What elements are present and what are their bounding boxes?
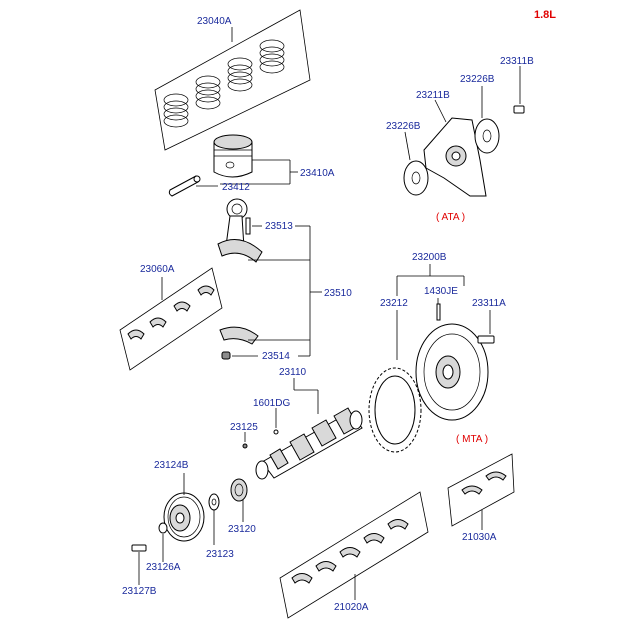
flywheel-pin — [436, 303, 441, 321]
main-bearing-set — [279, 491, 429, 619]
ring-gear — [368, 367, 422, 453]
crankshaft — [255, 407, 363, 480]
part-number-23126a[interactable]: 23126A — [146, 562, 181, 573]
thrust-bearing-set — [447, 453, 515, 530]
mta-variant-label: ( MTA ) — [456, 434, 488, 445]
part-number-23212[interactable]: 23212 — [380, 298, 408, 309]
part-number-23311a[interactable]: 23311A — [472, 298, 506, 309]
connecting-rod — [217, 198, 263, 360]
part-number-23124b[interactable]: 23124B — [154, 460, 189, 471]
part-number-1601dg[interactable]: 1601DG — [253, 398, 290, 409]
pulley-washer — [208, 493, 220, 511]
timing-gear — [230, 478, 248, 502]
rod-bearing-set — [119, 267, 223, 371]
piston — [213, 134, 253, 178]
part-number-23040a[interactable]: 23040A — [197, 16, 232, 27]
flywheel — [415, 323, 489, 421]
part-number-23211b[interactable]: 23211B — [416, 90, 450, 101]
part-number-23127b[interactable]: 23127B — [122, 586, 157, 597]
part-number-23412[interactable]: 23412 — [222, 182, 250, 193]
part-number-23060a[interactable]: 23060A — [140, 264, 175, 275]
part-number-23311b[interactable]: 23311B — [500, 56, 534, 67]
part-number-23200b[interactable]: 23200B — [412, 252, 447, 263]
part-number-23514[interactable]: 23514 — [262, 351, 290, 362]
part-number-23120[interactable]: 23120 — [228, 524, 256, 535]
part-number-23513[interactable]: 23513 — [265, 221, 293, 232]
part-number-23125[interactable]: 23125 — [230, 422, 258, 433]
pulley-bolt — [131, 522, 168, 552]
part-number-23226b-top[interactable]: 23226B — [460, 74, 495, 85]
adapter-plate — [403, 118, 500, 196]
part-number-23110[interactable]: 23110 — [279, 367, 307, 378]
flywheel-bolt — [477, 335, 495, 344]
part-number-23226b-left[interactable]: 23226B — [386, 121, 421, 132]
part-number-21020a[interactable]: 21020A — [334, 602, 369, 613]
part-number-21030a[interactable]: 21030A — [462, 532, 497, 543]
drive-plate — [423, 117, 487, 197]
crankshaft-pulley — [163, 492, 205, 542]
part-number-23510[interactable]: 23510 — [324, 288, 352, 299]
part-number-23410a[interactable]: 23410A — [300, 168, 335, 179]
piston-pin — [168, 175, 201, 197]
engine-size-label: 1.8L — [534, 9, 556, 21]
flex-plate-bolt — [513, 105, 525, 114]
ata-variant-label: ( ATA ) — [436, 212, 465, 223]
part-number-1430je[interactable]: 1430JE — [424, 286, 458, 297]
part-number-23123[interactable]: 23123 — [206, 549, 234, 560]
piston-ring-set — [154, 9, 311, 151]
